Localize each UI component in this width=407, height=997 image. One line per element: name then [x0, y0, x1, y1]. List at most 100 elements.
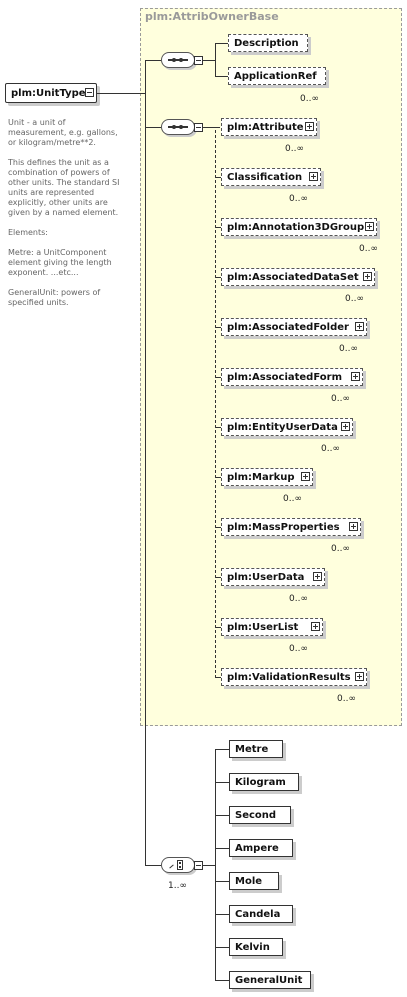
- element-label: Ampere: [235, 843, 279, 854]
- element-label: plm:MassProperties: [227, 522, 340, 533]
- element-label: Mole: [235, 876, 263, 887]
- expand-icon[interactable]: [341, 422, 350, 431]
- connector-line: [215, 327, 221, 328]
- element-label: plm:AssociatedFolder: [227, 322, 349, 333]
- collapse-icon[interactable]: [194, 861, 203, 870]
- connector-line: [215, 277, 221, 278]
- connector-line: [203, 865, 215, 866]
- element-label: plm:Markup: [227, 472, 295, 483]
- element-label: plm:AssociatedDataSet: [227, 272, 359, 283]
- connector-line: [215, 881, 229, 882]
- element-label: ApplicationRef: [234, 71, 317, 82]
- element-kilogram[interactable]: Kilogram: [229, 773, 299, 791]
- connector-line: [215, 947, 229, 948]
- connector-line: [145, 127, 161, 128]
- cardinality-label: 0..∞: [283, 494, 302, 504]
- connector-line: [215, 427, 221, 428]
- element-label: Metre: [235, 744, 269, 755]
- element-classification[interactable]: Classification: [221, 168, 321, 186]
- cardinality-label: 1..∞: [168, 881, 187, 891]
- documentation-text: Unit - a unit of measurement, e.g. gallo…: [8, 118, 126, 318]
- expand-icon[interactable]: [311, 622, 320, 631]
- connector-line: [215, 577, 221, 578]
- connector-line: [215, 76, 228, 77]
- connector-line: [215, 227, 221, 228]
- expand-icon[interactable]: [365, 222, 374, 231]
- element-label: Candela: [235, 909, 281, 920]
- element-userdata[interactable]: plm:UserData: [221, 568, 325, 586]
- root-element-unittype[interactable]: plm:UnitType: [5, 83, 97, 103]
- element-label: plm:UserList: [227, 622, 299, 633]
- sequence-compositor-icon: [161, 52, 195, 68]
- connector-line: [215, 815, 229, 816]
- connector-line: [215, 43, 216, 77]
- element-userlist[interactable]: plm:UserList: [221, 618, 323, 636]
- element-massproperties[interactable]: plm:MassProperties: [221, 518, 361, 536]
- connector-line: [215, 130, 216, 678]
- expand-icon[interactable]: [355, 322, 364, 331]
- element-second[interactable]: Second: [229, 806, 291, 824]
- element-label: plm:Attribute: [227, 122, 304, 133]
- element-associateddataset[interactable]: plm:AssociatedDataSet: [221, 268, 375, 286]
- doc-paragraph: GeneralUnit: powers of specified units.: [8, 288, 101, 307]
- base-type-title: plm:AttribOwnerBase: [145, 10, 279, 23]
- element-kelvin[interactable]: Kelvin: [229, 938, 283, 956]
- connector-line: [145, 60, 146, 865]
- element-generalunit[interactable]: GeneralUnit: [229, 971, 311, 989]
- expand-icon[interactable]: [363, 272, 372, 281]
- element-validationresults[interactable]: plm:ValidationResults: [221, 668, 367, 686]
- element-markup[interactable]: plm:Markup: [221, 468, 313, 486]
- element-candela[interactable]: Candela: [229, 905, 293, 923]
- element-associatedform[interactable]: plm:AssociatedForm: [221, 368, 363, 386]
- cardinality-label: 0..∞: [345, 294, 364, 304]
- element-description[interactable]: Description: [228, 34, 308, 52]
- element-attribute[interactable]: plm:Attribute: [221, 118, 317, 136]
- connector-line: [215, 980, 229, 981]
- connector-line: [145, 865, 161, 866]
- element-annotation3dgroup[interactable]: plm:Annotation3DGroup: [221, 218, 377, 236]
- expand-icon[interactable]: [301, 472, 310, 481]
- doc-paragraph: Unit - a unit of measurement, e.g. gallo…: [8, 118, 118, 147]
- expand-icon[interactable]: [355, 672, 364, 681]
- connector-line: [145, 60, 161, 61]
- connector-line: [215, 914, 229, 915]
- expand-icon[interactable]: [305, 122, 314, 131]
- cardinality-label: 0..∞: [300, 94, 319, 104]
- connector-line: [215, 43, 228, 44]
- element-label: Second: [235, 810, 277, 821]
- connector-line: [203, 60, 215, 61]
- element-label: plm:EntityUserData: [227, 422, 338, 433]
- element-label: Kilogram: [235, 777, 286, 788]
- connector-line: [215, 677, 221, 678]
- expand-icon[interactable]: [313, 572, 322, 581]
- doc-paragraph: Elements:: [8, 228, 48, 237]
- choice-compositor-icon: [161, 857, 195, 873]
- connector-line: [215, 477, 221, 478]
- element-entityuserdata[interactable]: plm:EntityUserData: [221, 418, 353, 436]
- cardinality-label: 0..∞: [331, 394, 350, 404]
- element-label: plm:Annotation3DGroup: [227, 222, 365, 233]
- connector-line: [215, 749, 229, 750]
- cardinality-label: 0..∞: [285, 144, 304, 154]
- element-applicationref[interactable]: ApplicationRef: [228, 67, 326, 85]
- element-associatedfolder[interactable]: plm:AssociatedFolder: [221, 318, 367, 336]
- connector-line: [97, 93, 145, 94]
- expand-icon[interactable]: [309, 172, 318, 181]
- element-label: GeneralUnit: [235, 975, 303, 986]
- sequence-compositor-icon: [161, 119, 195, 135]
- cardinality-label: 0..∞: [289, 644, 308, 654]
- element-label: Kelvin: [235, 942, 270, 953]
- cardinality-label: 0..∞: [289, 594, 308, 604]
- collapse-icon[interactable]: [85, 88, 94, 97]
- connector-line: [215, 848, 229, 849]
- element-mole[interactable]: Mole: [229, 872, 279, 890]
- expand-icon[interactable]: [349, 522, 358, 531]
- collapse-icon[interactable]: [194, 123, 203, 132]
- connector-line: [215, 749, 216, 981]
- element-ampere[interactable]: Ampere: [229, 839, 293, 857]
- collapse-icon[interactable]: [194, 56, 203, 65]
- cardinality-label: 0..∞: [339, 344, 358, 354]
- element-label: plm:AssociatedForm: [227, 372, 342, 383]
- expand-icon[interactable]: [351, 372, 360, 381]
- element-metre[interactable]: Metre: [229, 740, 283, 758]
